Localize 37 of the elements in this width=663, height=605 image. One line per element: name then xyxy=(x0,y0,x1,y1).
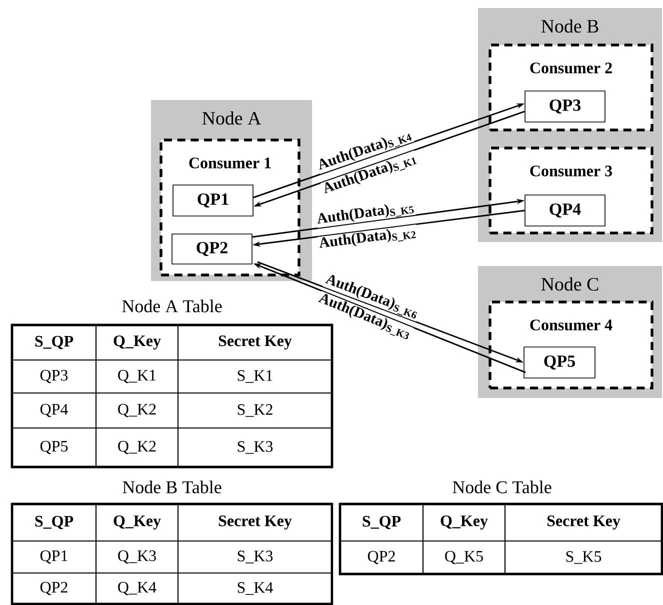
table-cell: QP2 xyxy=(368,550,395,564)
table-cell: QP2 xyxy=(40,582,68,596)
table-cell: S_K2 xyxy=(238,404,272,417)
table-cell: Q_K4 xyxy=(118,582,156,596)
table-cell: QP3 xyxy=(40,370,68,384)
table-title: Node C Table xyxy=(452,480,552,494)
table-header: Secret Key xyxy=(218,515,292,530)
table-cell: S_K5 xyxy=(566,551,602,564)
edge-label: Auth(Data)$_{S_K5}$ xyxy=(315,200,416,228)
table-header: S_QP xyxy=(35,336,74,350)
table-cell: Q_K5 xyxy=(445,550,483,564)
table-cell: Q_K2 xyxy=(118,404,156,418)
table-cell: S_K3 xyxy=(238,550,273,564)
qp-box: QP4 xyxy=(524,194,606,226)
table-cell: S_K1 xyxy=(238,370,272,383)
table-header: Q_Key xyxy=(114,335,161,350)
table-cell: QP4 xyxy=(40,404,68,418)
qp-box: QP1 xyxy=(172,184,254,216)
qp-box: QP2 xyxy=(172,234,252,264)
edge-label: Auth(Data)$_{S_K2}$ xyxy=(317,224,418,252)
table-title: Node A Table xyxy=(122,300,222,312)
table-cell: S_K4 xyxy=(238,582,273,595)
qp-box: QP5 xyxy=(524,346,596,378)
table-cell: QP1 xyxy=(40,550,68,564)
table-header: S_QP xyxy=(35,516,74,530)
qp-box: QP3 xyxy=(524,90,606,122)
table-cell: QP5 xyxy=(40,440,68,454)
table-header: Secret Key xyxy=(218,335,292,350)
table-header: Q_Key xyxy=(440,515,488,530)
table-cell: Q_K2 xyxy=(118,440,156,454)
table-title: Node B Table xyxy=(122,480,222,494)
table-cell: Q_K1 xyxy=(118,370,156,384)
table-cell: Q_K3 xyxy=(118,550,156,564)
table-cell: S_K3 xyxy=(238,441,273,454)
table-header: Q_Key xyxy=(114,515,161,530)
table-header: S_QP xyxy=(362,516,401,530)
table-header: Secret Key xyxy=(547,515,620,530)
